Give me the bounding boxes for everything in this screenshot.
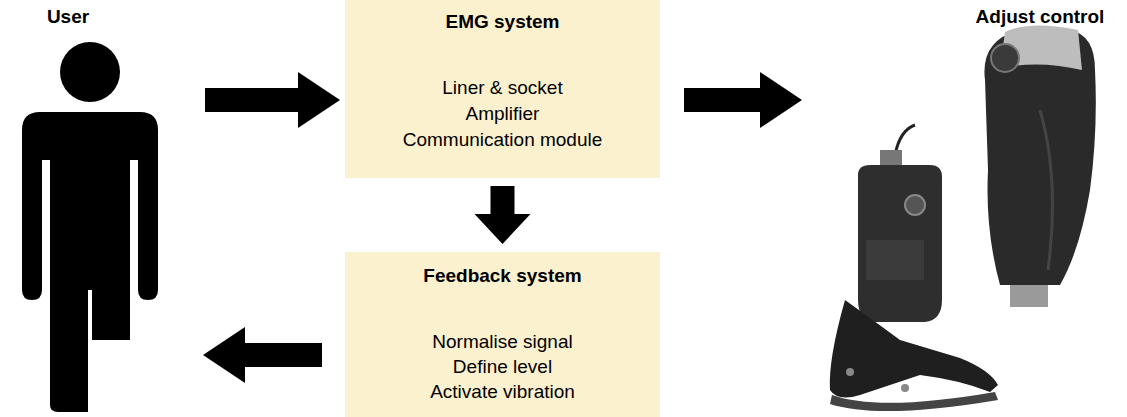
leg-cut xyxy=(92,340,132,415)
box-title: EMG system xyxy=(345,10,660,34)
figure-label: User xyxy=(47,6,89,28)
box-item: Liner & socket xyxy=(345,76,660,100)
figure-label: Adjust control xyxy=(976,6,1105,28)
ankle-prosthesis xyxy=(830,125,998,411)
box-item: Communication module xyxy=(345,128,660,152)
process-box: EMG systemLiner & socketAmplifierCommuni… xyxy=(345,0,660,178)
leg-gap xyxy=(88,290,92,415)
box-title: Feedback system xyxy=(345,264,660,288)
process-box: Feedback systemNormalise signalDefine le… xyxy=(345,252,660,417)
box-item: Activate vibration xyxy=(345,380,660,404)
box-item: Amplifier xyxy=(345,102,660,126)
input-arrow xyxy=(205,72,340,128)
flow-arrow xyxy=(475,186,531,244)
box-item: Normalise signal xyxy=(345,330,660,354)
box-item: Define level xyxy=(345,355,660,379)
feedback-arrow xyxy=(203,327,322,383)
knee-prosthesis xyxy=(984,25,1095,307)
control-arrow xyxy=(684,72,802,128)
